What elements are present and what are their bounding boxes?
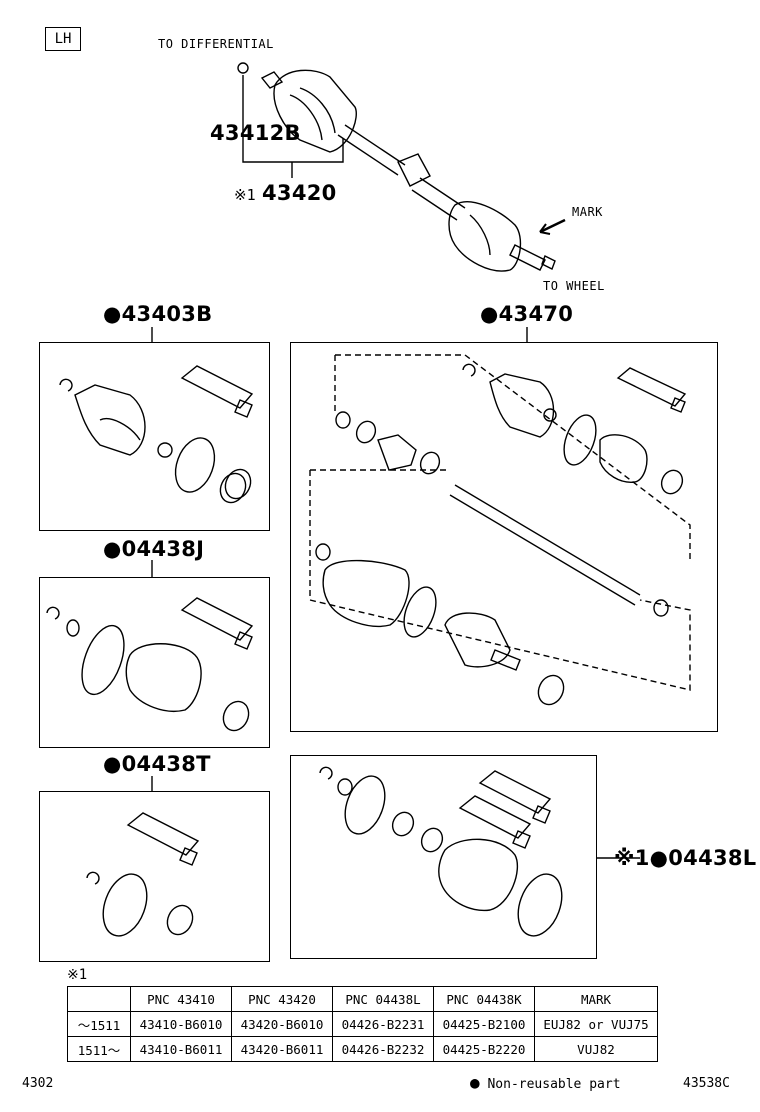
mark-label: MARK	[572, 205, 603, 219]
table-header-cell: PNC 43410	[130, 986, 232, 1012]
footer-left-code: 4302	[22, 1076, 54, 1091]
legend-text: Non-reusable part	[487, 1077, 621, 1092]
part-number-43420: 43420	[262, 181, 337, 205]
leader-43412B	[242, 75, 344, 163]
table-cell: 1511～	[67, 1036, 131, 1062]
table-cell: 43410-B6011	[130, 1036, 232, 1062]
part-number-43412B: 43412B	[210, 121, 301, 145]
kit-label-04438J: ●04438J	[103, 537, 205, 561]
legend: ● Non-reusable part	[470, 1073, 621, 1092]
panel-43470	[290, 342, 718, 732]
kit-label-04438L: ※1●04438L	[614, 846, 757, 870]
table-header-cell: PNC 04438K	[433, 986, 535, 1012]
pnc-reference-table: PNC 43410 PNC 43420 PNC 04438L PNC 04438…	[67, 986, 658, 1062]
to-wheel-label: TO WHEEL	[543, 279, 605, 293]
table-cell: ～1511	[67, 1011, 131, 1037]
table-cell: 04426-B2232	[332, 1036, 434, 1062]
panel-04438L	[290, 755, 597, 959]
table-header-cell	[67, 986, 131, 1012]
table-cell: 43420-B6011	[231, 1036, 333, 1062]
table-cell: 04425-B2100	[433, 1011, 535, 1037]
table-cell: VUJ82	[534, 1036, 658, 1062]
legend-bullet: ●	[470, 1073, 480, 1092]
to-differential-label: TO DIFFERENTIAL	[158, 37, 274, 51]
footnote-marker-43420: ※1	[234, 186, 256, 204]
table-footnote-marker: ※1	[67, 967, 88, 983]
footer-right-code: 43538C	[683, 1076, 730, 1091]
panel-04438J	[39, 577, 270, 748]
side-label: LH	[45, 27, 81, 51]
table-row: ～1511 43410-B6010 43420-B6010 04426-B223…	[67, 1011, 658, 1037]
panel-43403B	[39, 342, 270, 531]
table-row: 1511～ 43410-B6011 43420-B6011 04426-B223…	[67, 1036, 658, 1062]
table-header-row: PNC 43410 PNC 43420 PNC 04438L PNC 04438…	[67, 986, 658, 1012]
table-cell: 43410-B6010	[130, 1011, 232, 1037]
table-header-cell: PNC 04438L	[332, 986, 434, 1012]
table-cell: 04426-B2231	[332, 1011, 434, 1037]
table-cell: 04425-B2220	[433, 1036, 535, 1062]
table-header-cell: PNC 43420	[231, 986, 333, 1012]
table-header-cell: MARK	[534, 986, 658, 1012]
kit-label-43403B: ●43403B	[103, 302, 213, 326]
kit-label-04438T: ●04438T	[103, 752, 211, 776]
drive-shaft-assembly	[237, 62, 556, 272]
table-cell: 43420-B6010	[231, 1011, 333, 1037]
kit-label-43470: ●43470	[480, 302, 574, 326]
table-cell: EUJ82 or VUJ75	[534, 1011, 658, 1037]
